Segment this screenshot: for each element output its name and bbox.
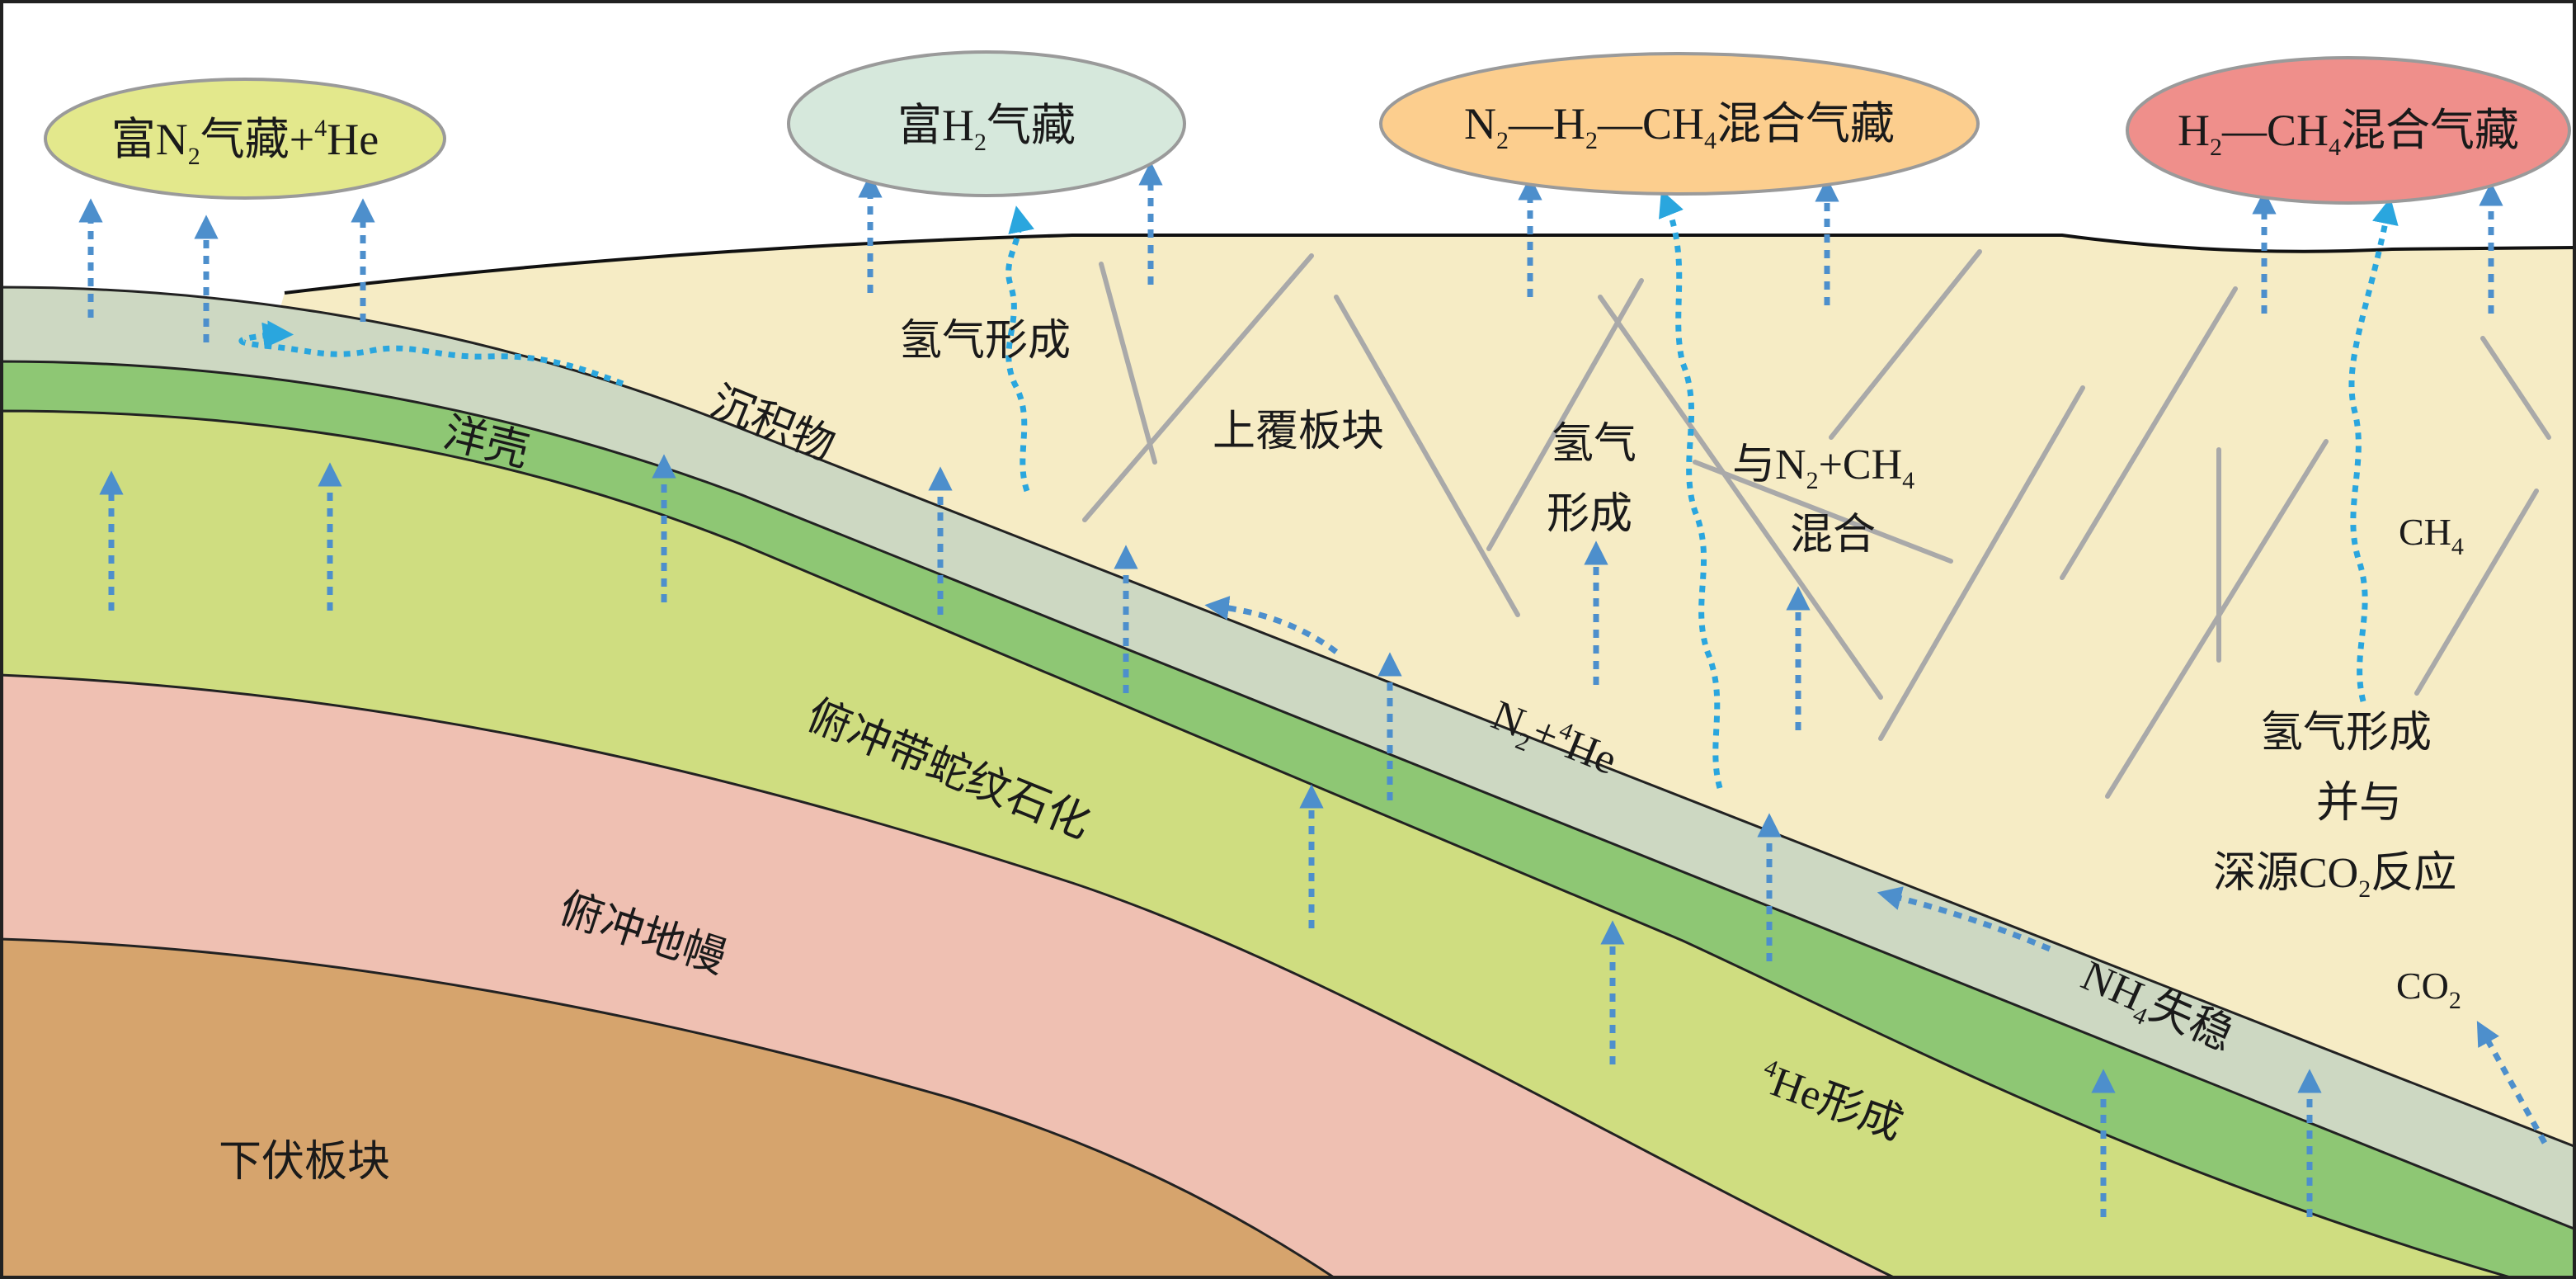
r1-part: 富N [111, 115, 188, 164]
r1-sup: 4 [314, 115, 327, 142]
r3-sub: 2 [1585, 127, 1598, 154]
updip-migration-arrows [1204, 596, 2051, 952]
label-deep-line1: 氢气形成 [2260, 710, 2432, 757]
ch4-part: CH [2399, 511, 2451, 553]
mix-sub: 4 [1902, 467, 1914, 494]
fault-line [1486, 278, 1644, 551]
updip-arrow [1204, 596, 1339, 654]
reservoir-ellipse-r1 [44, 78, 446, 200]
fluid-paths [238, 190, 2399, 789]
reservoir-label-r4: H2—CH4混合气藏 [2178, 106, 2519, 161]
label-underlying-plate: 下伏板块 [219, 1139, 390, 1186]
r3-sub: 2 [1496, 127, 1509, 154]
fault-line [2414, 488, 2539, 696]
r2-sub: 2 [974, 129, 987, 156]
r3-part: N [1464, 99, 1496, 149]
underlying-plate-layer [0, 937, 1339, 1279]
r3-part: —H [1508, 99, 1585, 149]
r1-sub: 2 [188, 143, 200, 170]
label-h2-formation-2a: 氢气 [1551, 421, 1636, 468]
label-h2-formation-2b: 形成 [1547, 491, 1632, 538]
r2-part: 气藏 [987, 101, 1076, 150]
fault-line [1598, 295, 1883, 700]
r3-part: —CH [1597, 99, 1704, 149]
label-mix-line2: 混合 [1790, 512, 1876, 559]
fluid-path [2348, 197, 2399, 702]
deep-sub: 2 [2358, 875, 2371, 903]
mix-sub: 2 [1806, 467, 1819, 494]
reservoir-ellipse-r4 [2126, 56, 2571, 205]
fault-line [2480, 336, 2551, 440]
label-ch4: CH4 [2399, 511, 2464, 560]
reservoir-label-r2: 富H2气藏 [897, 101, 1076, 156]
upward-migration-arrows [78, 161, 2548, 1217]
fault-line [2060, 286, 2238, 580]
r3-sub: 4 [1704, 127, 1717, 154]
label-deep-line3: 深源CO2反应 [2213, 850, 2456, 903]
label-overlying-plate: 上覆板块 [1213, 408, 1384, 455]
mix-part: 与N [1732, 441, 1806, 488]
fault-line [1693, 460, 1953, 564]
r4-part: —CH [2221, 106, 2329, 155]
surface-line [284, 234, 2576, 295]
reservoir-label-r1: 富N2气藏+4He [111, 115, 379, 170]
r4-sub: 2 [2210, 134, 2222, 161]
label-deep-line2: 并与 [2316, 780, 2402, 827]
fault-line [1878, 385, 2085, 741]
fault-line [1829, 249, 1982, 440]
r1-part: 气藏+ [200, 115, 314, 164]
reservoir-ellipse-r2 [787, 50, 1186, 197]
fault-line [1082, 253, 1314, 522]
deep-part: 深源CO [2213, 850, 2358, 897]
label-h2-formation: 氢气形成 [899, 318, 1071, 365]
r2-part: 富H [897, 101, 974, 150]
up-arrow [2476, 1021, 2548, 1144]
r4-sub: 4 [2329, 134, 2341, 161]
reservoir-ellipse-r3 [1379, 52, 1980, 196]
co2-sub: 2 [2449, 987, 2461, 1014]
co2-part: CO [2396, 965, 2449, 1007]
label-mix-line1: 与N2+CH4 [1732, 441, 1914, 494]
updip-arrow [1877, 886, 2051, 952]
fault-line [2105, 439, 2329, 799]
r4-part: H [2178, 106, 2210, 155]
fault-line [1099, 262, 1157, 465]
fluid-path [1005, 205, 1034, 493]
fault-line [1334, 295, 1520, 617]
fluid-path [1659, 190, 1723, 789]
fault-lines [1082, 249, 2551, 799]
reservoir-label-r3: N2—H2—CH4混合气藏 [1464, 99, 1895, 154]
r1-part: He [327, 115, 379, 164]
mix-part: +CH [1819, 441, 1903, 488]
fluid-path [238, 322, 624, 387]
r4-part: 混合气藏 [2341, 106, 2519, 155]
label-co2: CO2 [2396, 965, 2461, 1014]
ch4-sub: 4 [2451, 533, 2464, 560]
deep-part: 反应 [2371, 850, 2456, 897]
r3-part: 混合气藏 [1717, 99, 1895, 149]
